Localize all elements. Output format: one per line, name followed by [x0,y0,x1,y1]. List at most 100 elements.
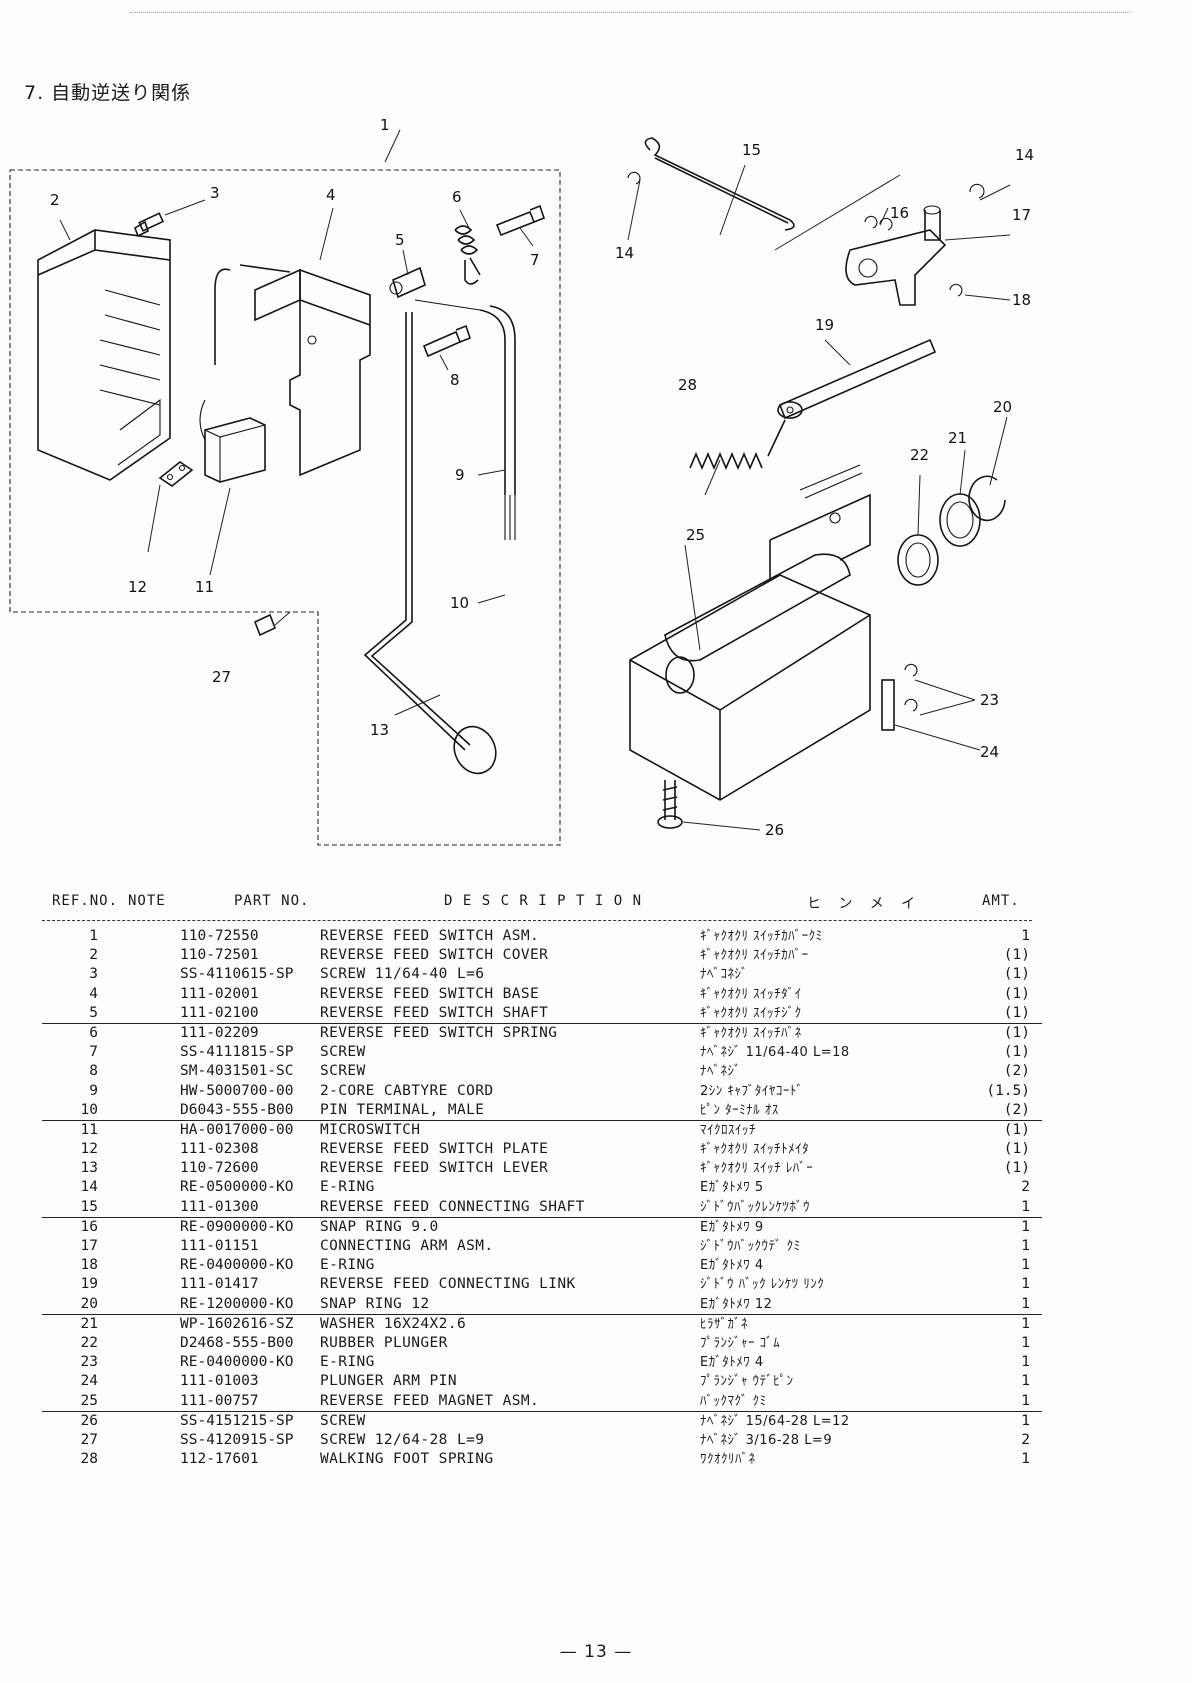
part-no-cell: 111-01300 [180,1198,259,1215]
ref-cell: 20 [80,1295,98,1312]
amount-cell: 1 [1021,1257,1030,1274]
ref-cell: 28 [80,1451,98,1468]
part-no-cell: 112-17601 [180,1451,259,1468]
description-cell: WALKING FOOT SPRING [320,1451,494,1468]
amount-cell: 1 [1021,1451,1030,1468]
description-cell: CONNECTING ARM ASM. [320,1238,494,1254]
description-cell: REVERSE FEED SWITCH PLATE [320,1141,549,1158]
kana-name-cell: ﾌﾟﾗﾝｼﾞｬ ｳﾃﾞﾋﾟﾝ [700,1374,794,1390]
description-cell: REVERSE FEED MAGNET ASM. [320,1392,540,1409]
callout-5: 5 [395,231,405,249]
amount-cell: (2) [1003,1101,1030,1118]
description-cell: REVERSE FEED CONNECTING SHAFT [320,1198,585,1215]
ref-cell: 9 [89,1082,98,1099]
exploded-parts-diagram: 1 2 3 4 5 6 7 8 9 10 11 12 13 14 14 15 1… [9,116,1034,846]
amount-cell: 1 [1021,1218,1030,1235]
ref-cell: 14 [80,1179,98,1196]
amount-cell: (1) [1003,985,1030,1002]
switch-shaft-drawing [389,266,426,299]
switch-lever-drawing [363,312,497,775]
part-no-cell: SS-4151215-SP [180,1412,294,1429]
callout-7: 7 [530,251,540,269]
screw-27-drawing [253,611,291,637]
connecting-shaft-drawing [644,137,901,251]
header-note: NOTE [128,893,166,909]
kana-name-cell: ｷﾞｬｸｵｸﾘ ｽｲｯﾁｶﾊﾞｰｸﾐ [700,929,823,944]
kana-name-cell: ｷﾞｬｸｵｸﾘ ｽｲｯﾁﾄﾒｲﾀ [700,1142,810,1158]
ref-cell: 13 [80,1160,98,1177]
callout-25: 25 [686,526,705,544]
kana-name-cell: ﾏｲｸﾛｽｲｯﾁ [700,1122,756,1138]
part-no-cell: 111-02308 [180,1141,259,1158]
ref-cell: 17 [80,1238,98,1254]
header-ref: REF.NO. [52,893,119,909]
kana-name-cell: ﾌﾟﾗﾝｼﾞｬｰ ｺﾞﾑ [700,1335,781,1351]
description-cell: SCREW [320,1063,366,1080]
callout-19: 19 [815,316,834,334]
part-no-cell: RE-1200000-KO [180,1295,294,1312]
description-cell: SCREW 12/64-28 L=9 [320,1431,485,1448]
ref-cell: 3 [89,966,98,983]
callout-9: 9 [455,466,465,484]
description-cell: REVERSE FEED SWITCH SPRING [320,1024,558,1041]
switch-base-drawing [214,264,371,477]
switch-spring-drawing [454,225,481,285]
part-no-cell: SM-4031501-SC [180,1063,294,1080]
ref-cell: 18 [80,1257,98,1274]
kana-name-cell: ｷﾞｬｸｵｸﾘ ｽｲｯﾁﾀﾞｲ [700,986,802,1002]
kana-name-cell: ｷﾞｬｸｵｸﾘ ｽｲｯﾁ ﾚﾊﾞｰ [700,1161,814,1177]
callout-17: 17 [1012,206,1031,224]
amount-cell: 1 [1021,1392,1030,1409]
screw-26-drawing [657,780,683,829]
callout-20: 20 [993,398,1012,416]
description-cell: REVERSE FEED SWITCH LEVER [320,1160,549,1177]
description-cell: REVERSE FEED SWITCH BASE [320,985,540,1002]
microswitch-drawing [199,399,266,483]
callout-1: 1 [380,116,390,134]
callout-11: 11 [195,578,214,596]
callout-4: 4 [326,186,336,204]
screw-7-drawing [495,204,545,237]
description-cell: E-RING [320,1257,375,1274]
part-no-cell: SS-4111815-SP [180,1044,294,1061]
description-cell: PIN TERMINAL, MALE [320,1101,485,1118]
kana-name-cell: ﾅﾍﾞﾈｼﾞ 15/64-28 L=12 [700,1413,850,1429]
callout-10: 10 [450,594,469,612]
walking-foot-spring-drawing [689,419,786,471]
part-no-cell: HA-0017000-00 [180,1121,294,1138]
section-title: 7. 自動逆送り関係 [24,82,192,104]
plunger-arm-pin-drawing [881,663,918,731]
amount-cell: (2) [1003,1063,1030,1080]
kana-name-cell: ﾅﾍﾞﾈｼﾞ 3/16-28 L=9 [700,1432,833,1448]
description-cell: E-RING [320,1354,375,1371]
description-cell: E-RING [320,1179,375,1196]
ref-cell: 11 [80,1121,98,1138]
ref-cell: 27 [80,1431,98,1448]
description-cell: WASHER 16X24X2.6 [320,1315,467,1332]
screw-8-drawing [422,324,471,358]
description-cell: SCREW [320,1044,366,1061]
ref-cell: 21 [80,1315,98,1332]
callout-leaders [59,164,1011,831]
kana-name-cell: Eｶﾞﾀﾄﾒﾜ 9 [700,1219,764,1235]
connecting-link-drawing [777,338,937,420]
part-no-cell: RE-0400000-KO [180,1354,294,1371]
description-cell: REVERSE FEED SWITCH COVER [320,947,549,964]
kana-name-cell: 2ｼﾝ ｷｬﾌﾞﾀｲﾔｺｰﾄﾞ [700,1083,804,1099]
callout-22: 22 [910,446,929,464]
description-cell: SCREW 11/64-40 L=6 [320,966,485,983]
part-no-cell: 111-02001 [180,985,259,1002]
